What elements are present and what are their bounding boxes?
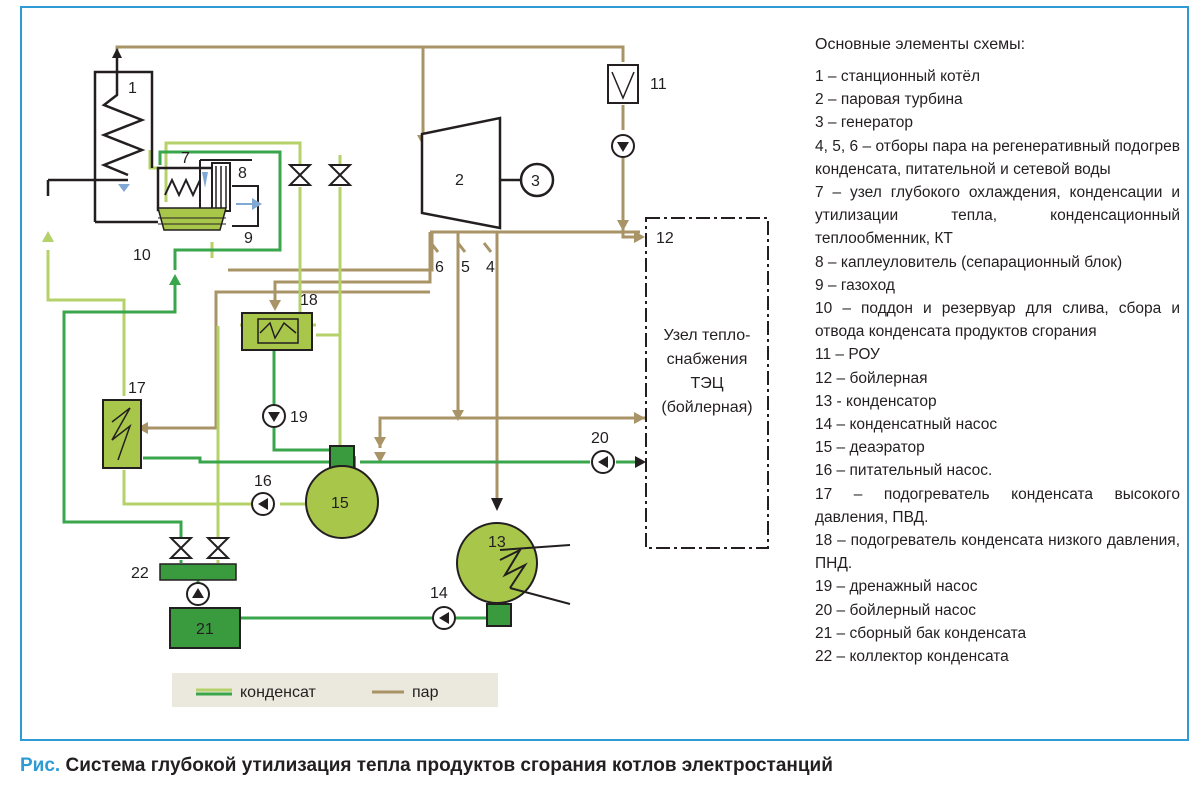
caption-text: Система глубокой утилизация тепла продук…: [60, 755, 833, 776]
collector-22: 22: [131, 563, 237, 582]
rou-11: 11: [607, 64, 667, 104]
label-11: 11: [650, 76, 667, 93]
condenser-13: 13: [456, 498, 571, 627]
tray-10: 10: [133, 207, 227, 264]
legend-item: 15 – деаэратор: [815, 439, 925, 457]
legend-panel: Основные элементы схемы: 1 – станционный…: [815, 36, 1180, 668]
valve-22-right: [205, 537, 231, 559]
label-12: 12: [656, 230, 674, 247]
valve-top-left: [287, 164, 313, 186]
boiler-house-line-4: (бойлерная): [661, 399, 752, 416]
heater-17: 17: [102, 380, 146, 469]
legend-item: 11 – РОУ: [815, 346, 880, 364]
legend-item: 20 – бойлерный насос: [815, 601, 977, 619]
label-1: 1: [128, 80, 137, 97]
label-9: 9: [244, 230, 253, 247]
deaerator-15: 15: [305, 445, 379, 539]
label-21: 21: [196, 621, 214, 638]
caption-prefix: Рис.: [20, 755, 61, 776]
legend-item: 12 – бойлерная: [815, 369, 928, 387]
label-18: 18: [300, 292, 318, 309]
legend-item: 2 – паровая турбина: [815, 91, 963, 109]
figure-caption: Рис. Система глубокой утилизация тепла п…: [20, 755, 833, 777]
legend-item: 4, 5, 6 – отборы пара на регенеративный …: [815, 137, 1180, 178]
pump-after-rou: [611, 134, 635, 158]
legend-item: 9 – газоход: [815, 276, 895, 294]
flue-duct-9: 9: [232, 185, 262, 247]
extraction-labels: 6 5 4: [435, 259, 495, 276]
label-13: 13: [488, 534, 506, 551]
condensate-light-lines: [46, 141, 342, 563]
label-3: 3: [531, 173, 540, 190]
legend-item: 16 – питательный насос.: [815, 462, 993, 480]
pump-20: 20: [591, 430, 615, 474]
legend-steam-label: пар: [412, 684, 439, 701]
boiler-house-12: 12 Узел тепло- снабжения ТЭЦ (бойлерная): [645, 217, 769, 549]
label-8: 8: [238, 165, 247, 182]
legend-item: 14 – конденсатный насос: [815, 416, 998, 434]
figure-frame: [20, 6, 1189, 741]
legend-item: 19 – дренажный насос: [815, 578, 978, 596]
legend-condensate-label: конденсат: [240, 684, 317, 701]
legend-item: 21 – сборный бак конденсата: [815, 624, 1027, 642]
label-20: 20: [591, 430, 609, 447]
line-legend: конденсат пар: [172, 673, 498, 707]
condensate-dark-lines: [62, 150, 640, 620]
label-16: 16: [254, 473, 272, 490]
label-22: 22: [131, 565, 149, 582]
legend-item: 10 – поддон и резервуар для слива, сбора…: [815, 300, 1180, 341]
legend-item: 18 – подогреватель конденсата низкого да…: [815, 532, 1180, 573]
generator-3: 3: [519, 162, 555, 198]
label-6: 6: [435, 259, 444, 276]
label-5: 5: [461, 259, 470, 276]
turbine-2: 2: [420, 116, 502, 230]
tank-21: 21: [169, 607, 241, 649]
label-10: 10: [133, 247, 151, 264]
legend-item: 17 – подогреватель конденсата высокого д…: [815, 485, 1180, 526]
legend-item: 3 – генератор: [815, 114, 914, 132]
legend-item: 1 – станционный котёл: [815, 68, 981, 85]
pump-collector: [186, 582, 210, 606]
legend-item: 22 – коллектор конденсата: [815, 648, 1009, 666]
valve-top-right: [327, 164, 353, 186]
label-14: 14: [430, 585, 448, 602]
label-15: 15: [331, 495, 349, 512]
boiler-house-line-2: снабжения: [667, 351, 748, 368]
label-17: 17: [128, 380, 146, 397]
boiler-house-line-1: Узел тепло-: [663, 327, 750, 344]
pump-19: 19: [262, 404, 308, 428]
label-4: 4: [486, 259, 495, 276]
steam-lines: [115, 45, 645, 498]
label-7: 7: [181, 150, 190, 167]
legend-title: Основные элементы схемы:: [815, 36, 1026, 53]
legend-items: 1 – станционный котёл 2 – паровая турбина…: [815, 65, 1180, 668]
legend-item: 7 – узел глубокого охлаждения, конденсац…: [815, 184, 1180, 248]
label-2: 2: [455, 172, 464, 189]
boiler-house-line-3: ТЭЦ: [690, 375, 723, 392]
pump-14: 14: [430, 585, 456, 630]
label-19: 19: [290, 409, 308, 426]
boiler-1: 1: [46, 57, 158, 224]
valve-22-left: [168, 537, 194, 559]
heater-18: 18: [241, 292, 318, 351]
legend-item: 13 - конденсатор: [815, 392, 937, 410]
pump-16: 16: [251, 473, 275, 516]
legend-item: 8 – каплеуловитель (сепарационный блок): [815, 253, 1123, 271]
